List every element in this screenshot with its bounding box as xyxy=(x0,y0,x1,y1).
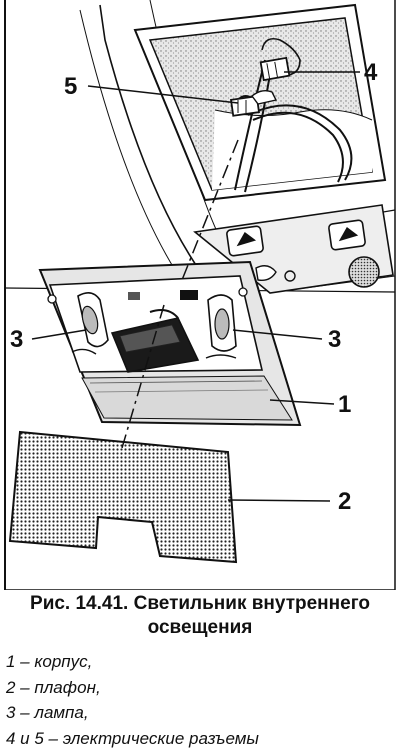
callout-3-left: 3 xyxy=(10,326,23,353)
legend-item: 1 – корпус, xyxy=(6,652,93,671)
caption-line-1: Рис. 14.41. Светильник внутреннего xyxy=(30,593,370,614)
figure-caption: Рис. 14.41. Светильник внутреннего освещ… xyxy=(0,592,400,640)
callout-2: 2 xyxy=(338,488,351,515)
light-fixture-illustration: 5 4 3 3 1 2 xyxy=(4,0,396,590)
callout-1: 1 xyxy=(338,391,351,418)
connector-5 xyxy=(229,89,278,117)
figure-legend: 1 – корпус, 2 – плафон, 3 – лампа, 4 и 5… xyxy=(6,649,396,751)
lamp-3-left xyxy=(71,292,109,355)
legend-item: 2 – плафон, xyxy=(6,677,101,697)
caption-line-2: освещения xyxy=(147,617,253,638)
callout-5: 5 xyxy=(64,73,77,100)
roof-opening xyxy=(133,3,387,202)
legend-item: 4 и 5 – электрические разъемы xyxy=(6,728,259,748)
diffuser-2 xyxy=(8,430,238,564)
lamp-3-right xyxy=(205,294,237,359)
figure-frame xyxy=(4,0,396,590)
leader-lines xyxy=(31,71,360,502)
switch-block xyxy=(110,309,200,373)
assembly-lines xyxy=(121,139,239,449)
legend-item: 3 – лампа, xyxy=(6,703,89,722)
callout-4: 4 xyxy=(364,59,378,86)
connector-4 xyxy=(259,56,291,82)
callout-3-right: 3 xyxy=(328,326,341,353)
